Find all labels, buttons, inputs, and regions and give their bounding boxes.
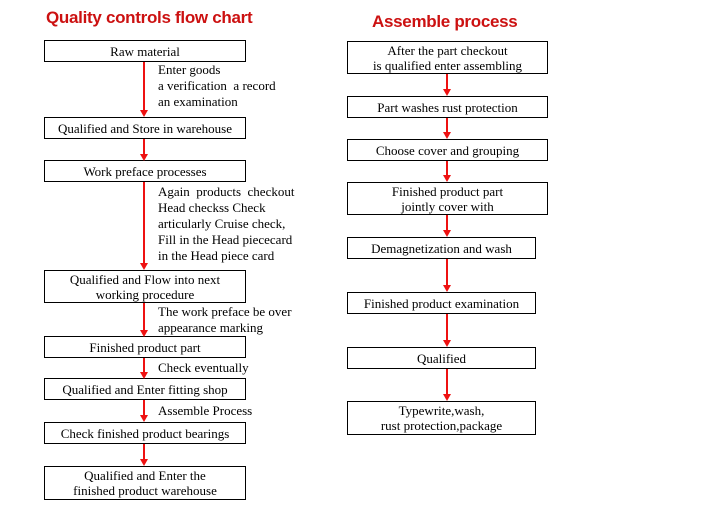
down-arrow	[443, 74, 451, 96]
annotation-again-products-checkout: Again products checkout Head checkss Che…	[158, 184, 295, 263]
down-arrow	[140, 182, 148, 270]
down-arrow	[140, 400, 148, 422]
flow-box-choose-cover-grouping: Choose cover and grouping	[347, 139, 548, 161]
down-arrow	[140, 139, 148, 161]
flow-box-finished-product-examination: Finished product examination	[347, 292, 536, 314]
down-arrow	[443, 161, 451, 182]
annotation-assemble-process: Assemble Process	[158, 403, 253, 418]
down-arrow	[140, 62, 148, 117]
flow-box-finished-product-part: Finished product part	[44, 336, 246, 358]
flow-box-work-preface-processes: Work preface processes	[44, 160, 246, 182]
down-arrow	[443, 314, 451, 347]
annotation-enter-goods: Enter goods a verification a record an e…	[158, 62, 276, 109]
flow-box-finished-product-jointly-cover: Finished product part jointly cover with	[347, 182, 548, 215]
quality-chart-title: Quality controls flow chart	[46, 8, 253, 27]
down-arrow	[443, 118, 451, 139]
flow-box-part-washes-rust-protection: Part washes rust protection	[347, 96, 548, 118]
down-arrow	[443, 215, 451, 237]
down-arrow	[443, 369, 451, 401]
flow-box-typewrite-wash-package: Typewrite,wash, rust protection,package	[347, 401, 536, 435]
flow-box-qualified-enter-fitting-shop: Qualified and Enter fitting shop	[44, 378, 246, 400]
down-arrow	[140, 358, 148, 379]
assemble-chart-title: Assemble process	[372, 12, 518, 31]
down-arrow	[443, 259, 451, 292]
flow-box-raw-material: Raw material	[44, 40, 246, 62]
flow-box-qualified-flow-next: Qualified and Flow into next working pro…	[44, 270, 246, 303]
flow-box-qualified-enter-finished-warehouse: Qualified and Enter the finished product…	[44, 466, 246, 500]
annotation-work-preface-over: The work preface be over appearance mark…	[158, 304, 292, 335]
down-arrow	[140, 444, 148, 466]
flow-box-demagnetization-wash: Demagnetization and wash	[347, 237, 536, 259]
annotation-check-eventually: Check eventually	[158, 360, 249, 375]
flow-box-part-checkout-assembling: After the part checkout is qualified ent…	[347, 41, 548, 74]
down-arrow	[140, 303, 148, 337]
flow-box-check-finished-product-bearings: Check finished product bearings	[44, 422, 246, 444]
flow-box-qualified-store-warehouse: Qualified and Store in warehouse	[44, 117, 246, 139]
flow-box-qualified: Qualified	[347, 347, 536, 369]
